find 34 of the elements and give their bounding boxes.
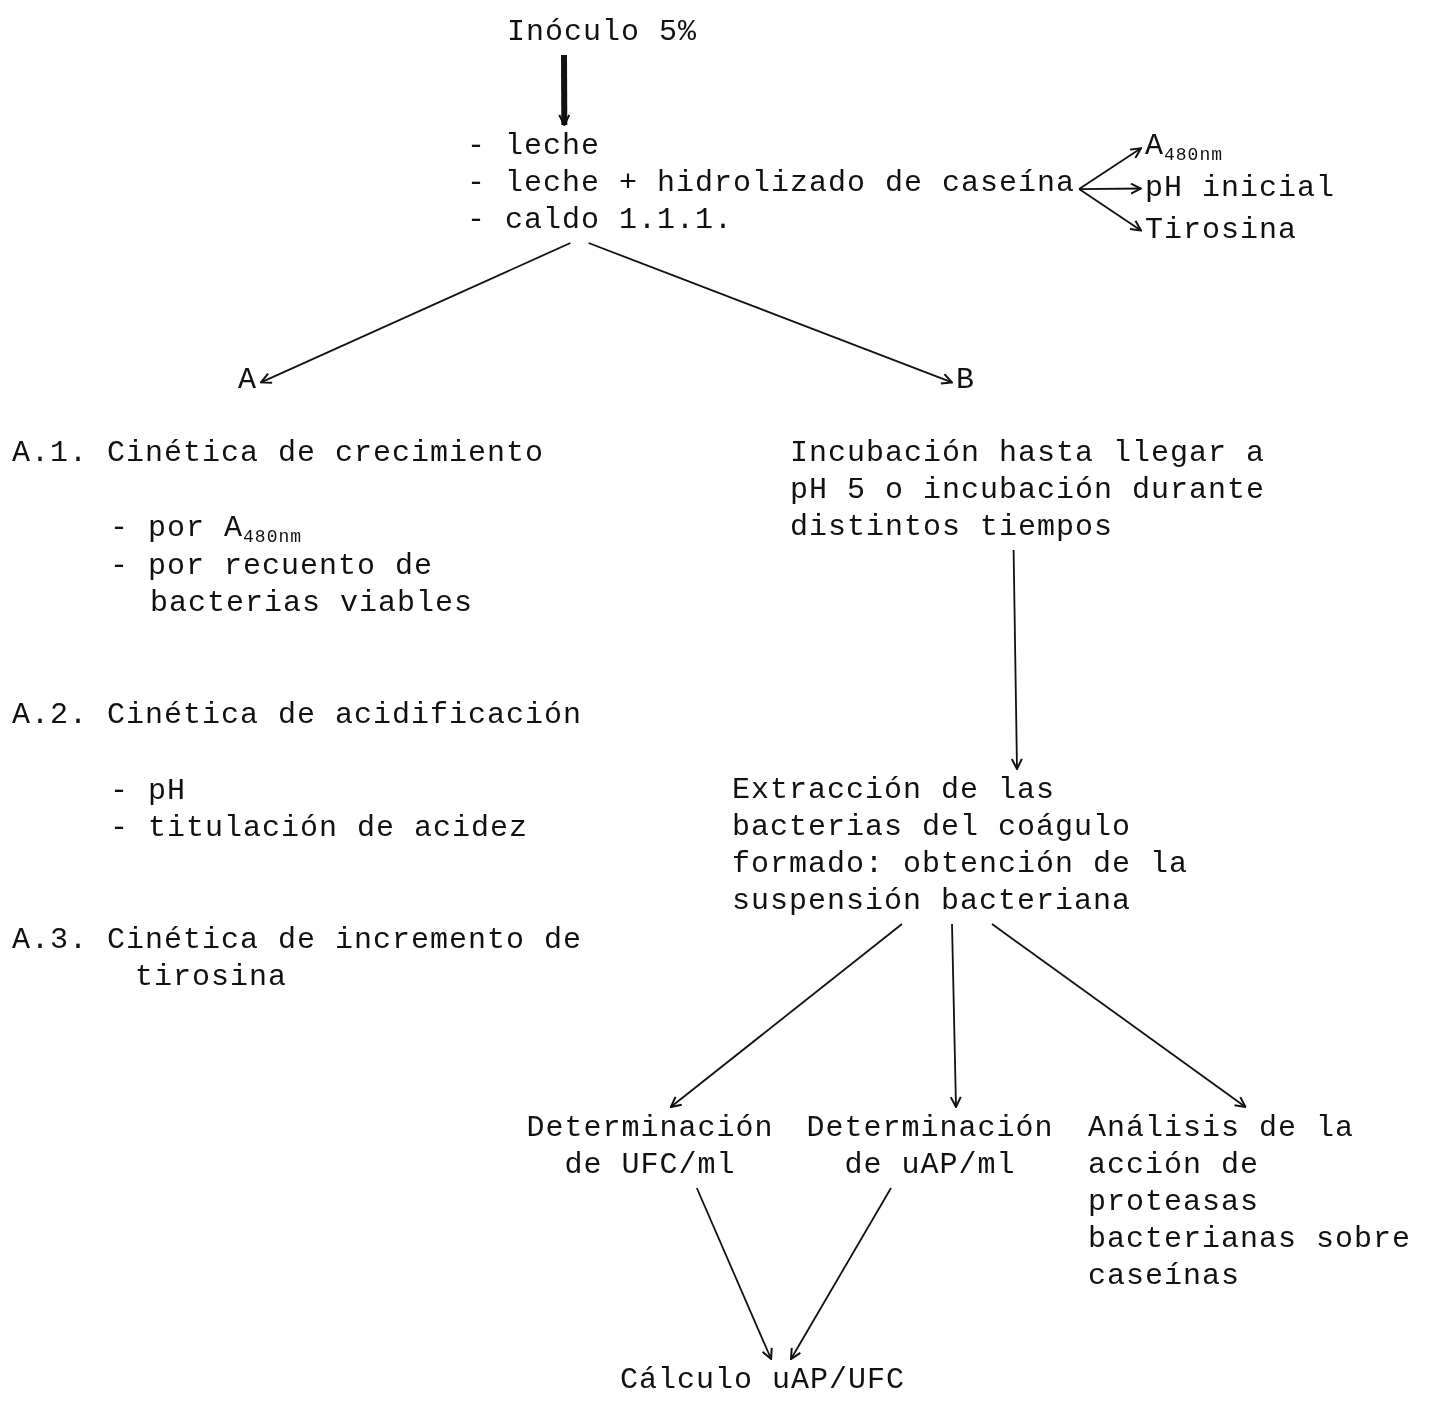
step-text: Cálculo uAP/UFC xyxy=(620,1362,906,1399)
arrow xyxy=(558,55,571,126)
step-text: B xyxy=(956,362,975,399)
arrow xyxy=(1078,182,1142,195)
step-text: A xyxy=(238,362,257,399)
arrow xyxy=(1010,549,1023,770)
arrow xyxy=(991,923,1247,1108)
note-text: A.2. Cinética de acidificación xyxy=(12,698,583,732)
step-text: Incubación hasta llegar a pH 5 o incubación durante distintos tiempos xyxy=(790,435,1267,546)
step-text: A$_{480nm}$ xyxy=(1145,128,1224,165)
step-text: Determinación de uAP/ml xyxy=(805,1110,1055,1184)
list-item: - leche + hidrolizado de caseína xyxy=(467,165,1076,202)
arrow xyxy=(587,242,953,385)
note-text: A.3. Cinética de incremento de tirosina xyxy=(12,923,583,994)
step-text: Extracción de las bacterias del coágulo formado: obtención de la suspensión bacteriana xyxy=(732,772,1190,920)
list-item: - caldo 1.1.1. xyxy=(467,202,734,239)
arrow xyxy=(1078,147,1142,190)
arrow xyxy=(790,1187,892,1360)
note-text: - por A$_{480nm}$ xyxy=(110,511,303,545)
list-item: - leche xyxy=(467,128,601,165)
step-text: Determinación de UFC/ml xyxy=(525,1110,775,1184)
arrow xyxy=(260,242,572,384)
note-text: - por recuento de bacterias viables xyxy=(110,549,474,620)
note-text: - pH xyxy=(110,774,186,808)
step-text: Tirosina xyxy=(1145,212,1298,249)
arrow xyxy=(669,923,903,1108)
arrow xyxy=(1078,188,1142,232)
note-text: - titulación de acidez xyxy=(110,811,529,845)
note-text: A.1. Cinética de crecimiento xyxy=(12,436,545,470)
arrow xyxy=(695,1187,773,1360)
step-text: Análisis de la acción de proteasas bacterianas sobre caseínas xyxy=(1088,1110,1413,1295)
arrow xyxy=(949,923,962,1108)
step-text: pH inicial xyxy=(1145,170,1336,207)
step-text: Inóculo 5% xyxy=(507,14,698,51)
